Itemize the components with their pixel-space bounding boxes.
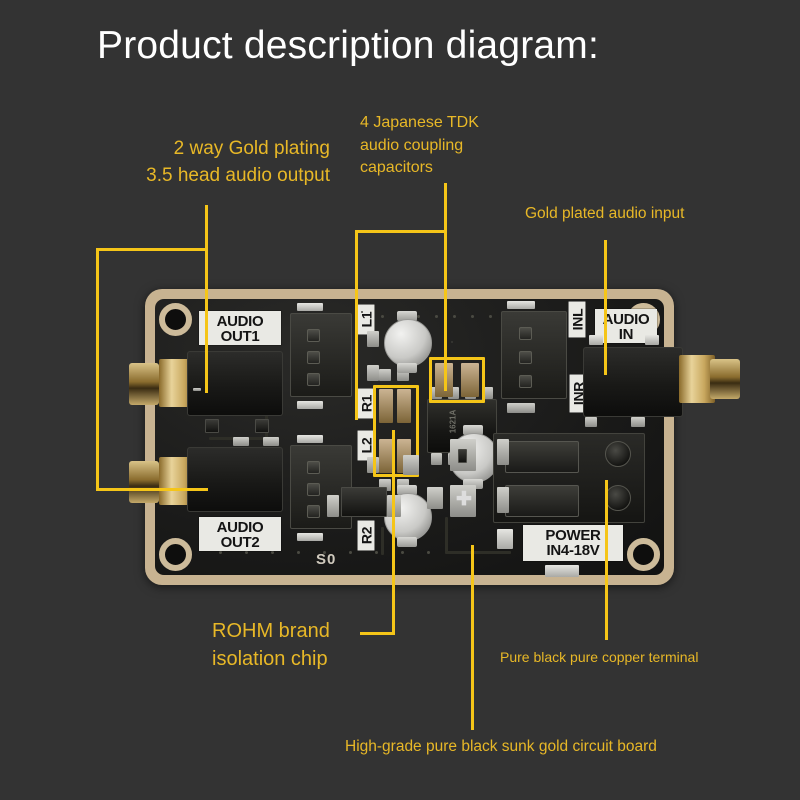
mounting-hole — [159, 303, 192, 336]
callout-isolation-chip: ROHM brand isolation chip — [212, 620, 330, 671]
leader-line — [471, 545, 474, 730]
coupling-capacitor — [379, 389, 393, 423]
callout-tdk-capacitors: 4 Japanese TDK audio coupling capacitors — [360, 114, 479, 177]
leader-line — [360, 632, 395, 635]
audio-out1-barrel — [129, 363, 159, 405]
silk-r1: R1 — [357, 388, 375, 419]
audio-in-header — [501, 311, 567, 399]
callout-circuit-board: High-grade pure black sunk gold circuit … — [345, 738, 657, 755]
leader-line — [392, 430, 395, 634]
page-title: Product description diagram: — [97, 24, 600, 67]
audio-in-barrel — [710, 359, 740, 399]
leader-line — [205, 205, 208, 393]
leader-line — [605, 480, 608, 640]
leader-line — [604, 240, 607, 375]
inductor-can-top — [384, 319, 432, 367]
silk-power-in: POWER IN4-18V — [523, 525, 623, 561]
polarity-plus — [450, 485, 476, 517]
terminal-screw-hole — [605, 441, 631, 467]
audio-out2-barrel — [129, 461, 159, 503]
leader-line — [96, 248, 208, 251]
mounting-hole — [627, 538, 660, 571]
audio-in-jack — [451, 341, 453, 343]
silk-audio-out2: AUDIO OUT2 — [199, 517, 281, 551]
silk-audio-out1: AUDIO OUT1 — [199, 311, 281, 345]
callout-audio-input: Gold plated audio input — [525, 205, 685, 222]
coupling-capacitor — [397, 389, 411, 423]
callout-audio-output: 2 way Gold plating 3.5 head audio output — [146, 138, 330, 186]
mounting-hole — [159, 538, 192, 571]
audio-in-gold-collar — [679, 355, 715, 403]
terminal-clamp — [505, 485, 579, 517]
audio-in-jack-body — [583, 347, 683, 417]
silk-l1: L1 — [357, 304, 375, 335]
callout-copper-terminal: Pure black pure copper terminal — [500, 649, 699, 665]
terminal-clamp — [505, 441, 579, 473]
leader-line — [355, 230, 358, 420]
silk-l2: L2 — [357, 430, 375, 461]
coupling-capacitor — [461, 363, 479, 397]
silk-inl: INL — [568, 301, 586, 338]
leader-line — [96, 488, 208, 491]
audio-out1-jack — [187, 351, 283, 416]
ic-marking: 1621A — [448, 409, 458, 434]
audio-out2-jack — [187, 447, 283, 512]
terminal-screw-hole — [605, 485, 631, 511]
leader-line — [96, 248, 99, 490]
capacitor-highlight-right — [429, 357, 485, 403]
leader-line — [444, 183, 447, 391]
coupling-capacitor — [379, 439, 393, 473]
circuit-board: AUDIO OUT1 AUDIO OUT2 L1 R1 L2 R2 — [129, 289, 740, 585]
capacitor-highlight-left — [373, 385, 419, 477]
silk-s0: S0 — [316, 551, 337, 568]
regulator — [341, 487, 387, 517]
leader-line — [355, 230, 447, 233]
silk-r2: R2 — [357, 520, 375, 551]
input-header — [361, 311, 363, 313]
output-header-1 — [290, 313, 352, 397]
